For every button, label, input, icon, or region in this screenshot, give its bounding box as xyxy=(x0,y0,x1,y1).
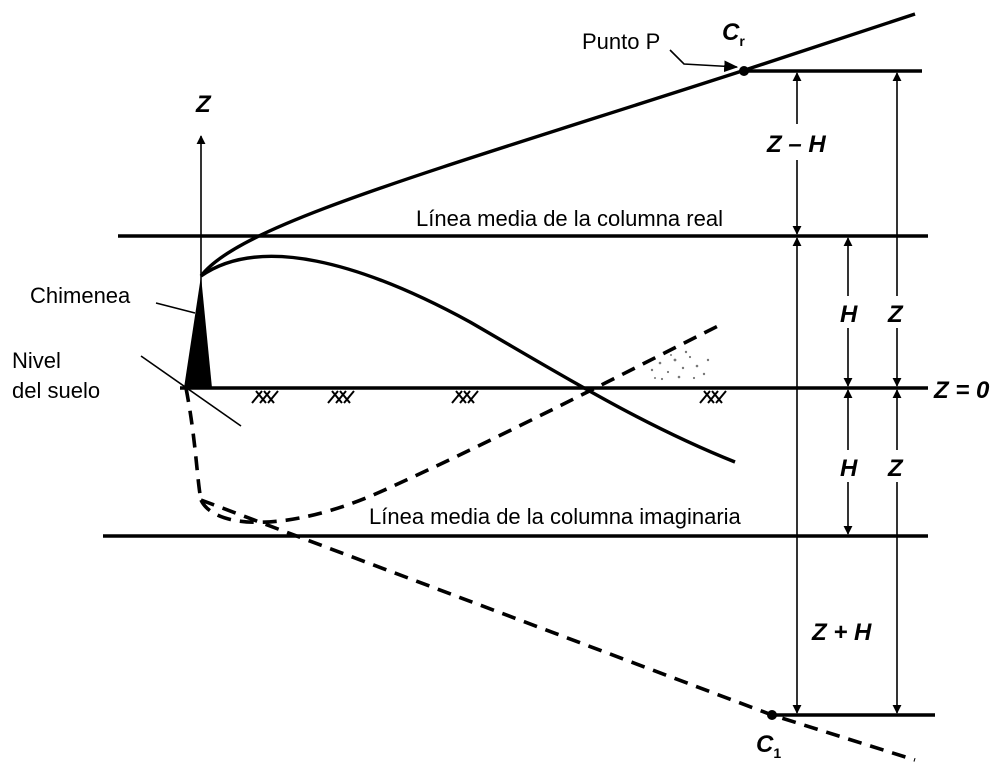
receptor-image-label: C1 xyxy=(756,731,781,761)
image-plume-outer-edge xyxy=(201,500,915,760)
receptor-point-image xyxy=(767,710,777,720)
dimension-z-upper-label: Z xyxy=(887,301,904,328)
chimney-stack xyxy=(184,276,212,388)
ground-level-label-line2: del suelo xyxy=(12,378,100,403)
ground-z-zero-label: Z = 0 xyxy=(933,377,990,404)
z-axis-label: Z xyxy=(195,91,212,118)
dimension-z-minus-h-label: Z – H xyxy=(766,131,826,158)
chimney-pointer xyxy=(156,303,195,313)
imaginary-centerline-label: Línea media de la columna imaginaria xyxy=(369,504,742,529)
ground-level-label-line1: Nivel xyxy=(12,348,61,373)
dimension-h-upper-label: H xyxy=(840,301,858,328)
point-p-arrow xyxy=(670,50,737,67)
dimension-z-plus-h-label: Z + H xyxy=(811,619,872,646)
point-p-label: Punto P xyxy=(582,29,660,54)
real-centerline-label: Línea media de la columna real xyxy=(416,206,723,231)
dimension-z-lower-label: Z xyxy=(887,455,904,482)
dimension-h-lower-label: H xyxy=(840,455,858,482)
chimney-label: Chimenea xyxy=(30,283,131,308)
receptor-point-real xyxy=(739,66,749,76)
ground-hatch xyxy=(252,391,726,403)
receptor-real-label: Cr xyxy=(722,19,745,49)
reflection-speckle xyxy=(651,351,709,380)
image-plume-stack xyxy=(186,388,201,500)
